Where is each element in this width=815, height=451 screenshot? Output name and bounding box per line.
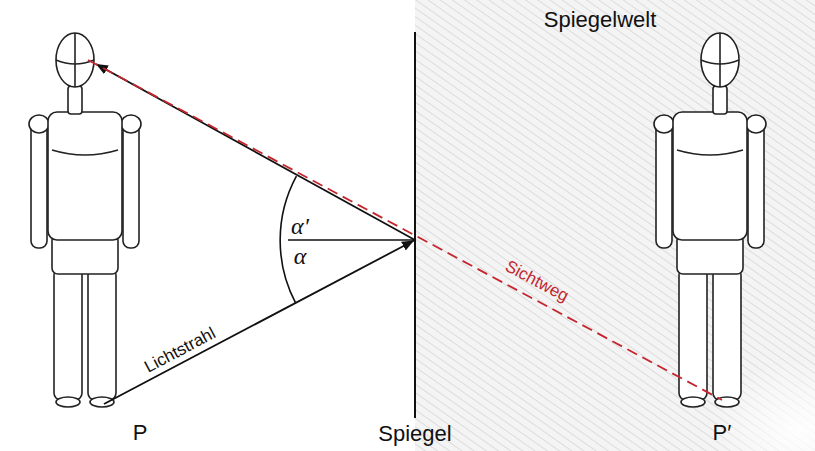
person bbox=[29, 33, 141, 407]
mirror-label: Spiegel bbox=[378, 423, 451, 445]
reflected-ray bbox=[96, 64, 415, 240]
point-label: P′ bbox=[713, 422, 732, 444]
sight-line bbox=[88, 60, 722, 400]
region-label: Spiegelwelt bbox=[544, 9, 657, 31]
angle-label: α′ bbox=[291, 214, 309, 238]
normal-line bbox=[288, 239, 415, 241]
mirror-line bbox=[414, 32, 416, 418]
light-ray bbox=[104, 241, 414, 405]
angle-arc bbox=[280, 176, 296, 303]
point-label: P bbox=[133, 422, 148, 444]
angle-label: α bbox=[294, 244, 307, 268]
mirror-person bbox=[654, 33, 766, 407]
